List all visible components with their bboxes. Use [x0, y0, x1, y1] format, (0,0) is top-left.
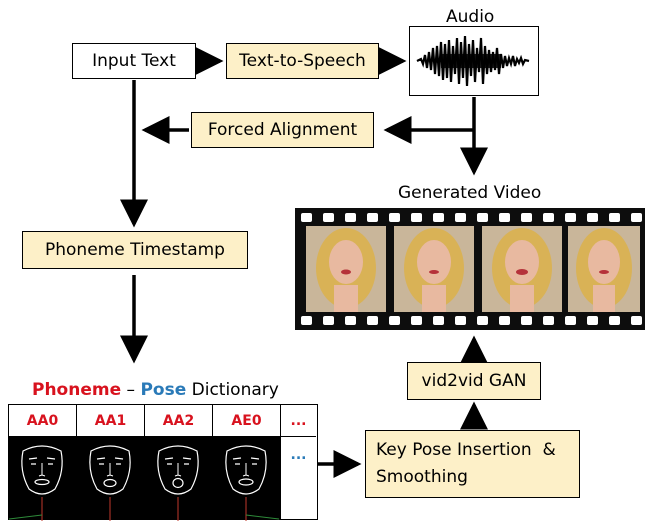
dictionary-title-rest: Dictionary	[186, 380, 279, 400]
dictionary-column: AA1	[77, 405, 145, 521]
dictionary-title: Phoneme – Pose Dictionary	[32, 380, 279, 400]
pose-face-image	[145, 437, 212, 521]
phoneme-pose-dictionary: AA0 AA1 AA2	[8, 404, 318, 521]
dictionary-column: AA0	[8, 405, 77, 521]
generated-video-label: Generated Video	[398, 183, 542, 203]
vid2vid-gan-node: vid2vid GAN	[407, 362, 541, 400]
dictionary-title-dash: –	[121, 380, 141, 400]
forced-alignment-node: Forced Alignment	[191, 112, 374, 148]
face-landmark-icon	[157, 445, 199, 521]
dictionary-phoneme-label: AE0	[213, 405, 280, 437]
audio-waveform-icon	[416, 35, 530, 87]
dictionary-phoneme-label: AA0	[9, 405, 76, 437]
face-landmark-icon	[89, 445, 131, 521]
text-to-speech-node: Text-to-Speech	[226, 43, 379, 79]
input-text-node: Input Text	[72, 43, 196, 79]
dictionary-title-pose: Pose	[140, 380, 187, 400]
text-to-speech-label: Text-to-Speech	[239, 51, 366, 71]
pose-face-image	[8, 437, 76, 521]
forced-alignment-label: Forced Alignment	[207, 120, 358, 140]
key-pose-insertion-node: Key Pose Insertion & Smoothing	[365, 430, 580, 498]
phoneme-timestamp-label: Phoneme Timestamp	[45, 240, 225, 260]
face-landmark-icon	[8, 445, 63, 521]
vid2vid-gan-label: vid2vid GAN	[421, 371, 527, 391]
audio-waveform-node	[409, 26, 539, 96]
dictionary-phoneme-label: AA1	[77, 405, 144, 437]
face-landmark-icon	[225, 445, 280, 521]
dictionary-more-label: ...	[281, 405, 316, 437]
dictionary-column: AA2	[145, 405, 213, 521]
audio-label: Audio	[446, 7, 495, 27]
dictionary-column: AE0	[213, 405, 281, 521]
dictionary-more-body: ...	[281, 437, 316, 519]
key-pose-insertion-line2: Smoothing	[376, 467, 468, 487]
dictionary-phoneme-label: AA2	[145, 405, 212, 437]
dictionary-title-phoneme: Phoneme	[32, 380, 122, 400]
pose-face-image	[213, 437, 280, 521]
input-text-label: Input Text	[92, 51, 176, 71]
key-pose-insertion-line1: Key Pose Insertion &	[376, 440, 556, 460]
phoneme-timestamp-node: Phoneme Timestamp	[22, 231, 248, 269]
pose-face-image	[77, 437, 144, 521]
dictionary-more-column: ... ...	[281, 405, 316, 519]
